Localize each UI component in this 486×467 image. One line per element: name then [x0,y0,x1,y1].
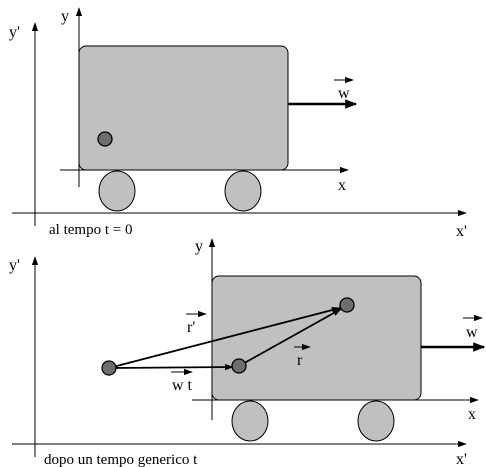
r-prime-vector [108,306,341,369]
cart-wheel-left [231,400,269,442]
fixed-y-label: y' [9,24,20,41]
moving-y-label: y [195,238,203,255]
moving-x-label: x [338,177,346,194]
panel-generic: y' x' y x r' w t r w dopo un tempo gener… [9,238,486,467]
r-vector [238,308,342,367]
velocity-label: w [466,324,478,341]
moving-x-label: x [468,406,476,423]
wt-label: w t [172,377,193,394]
r-label: r [297,352,303,369]
particle [339,297,355,313]
cart-wheel-right [357,400,395,442]
caption-generic: dopo un tempo generico t [44,452,198,467]
r-prime-label: r' [187,319,195,336]
cart-wheel-right [224,170,262,212]
moving-y-label: y [61,8,69,25]
wt-vector [108,363,234,371]
cart-wheel-left [98,170,136,212]
cart-body [78,45,289,171]
cart-origin-point [231,358,247,374]
particle [97,131,113,147]
origin-fixed-point [101,360,117,376]
fixed-x-label: x' [456,223,467,240]
velocity-label: w [338,85,350,102]
caption-t0: al tempo t = 0 [49,222,132,238]
fixed-x-label: x' [456,451,467,467]
cart-body [211,275,422,401]
fixed-y-label: y' [9,257,20,274]
panel-t0: y' x' y x w al tempo t = 0 [9,7,467,240]
